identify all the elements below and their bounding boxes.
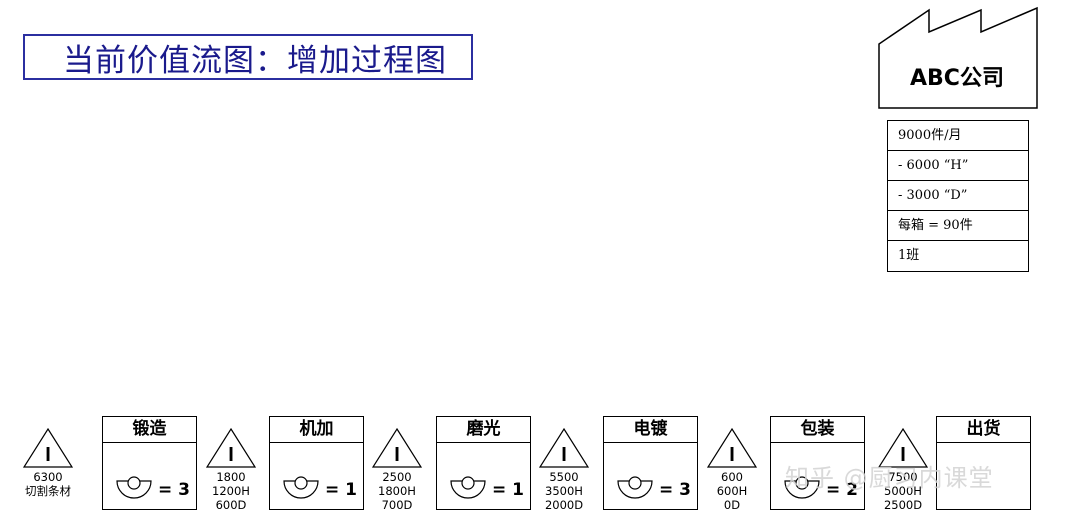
inventory-qty: 5500: [549, 470, 579, 484]
inventory-qty: 600H: [716, 484, 748, 498]
inventory-qty: 2500: [382, 470, 412, 484]
customer-info-table: 9000件/月 - 6000 “H” - 3000 “D” 每箱 = 90件 1…: [887, 120, 1029, 272]
inventory-triangle-icon: I: [206, 428, 256, 468]
operator-count: = 3: [158, 480, 190, 500]
inventory-2: I 2500 1800H 700D: [367, 428, 427, 512]
operator-count: = 1: [492, 480, 524, 500]
inventory-triangle-icon: I: [539, 428, 589, 468]
inventory-symbol: I: [900, 444, 906, 466]
inventory-4: I 600 600H 0D: [702, 428, 762, 512]
inventory-qty: 700D: [381, 498, 413, 512]
title-box: 当前价值流图：增加过程图: [23, 34, 473, 80]
info-row: 9000件/月: [888, 121, 1028, 151]
process-box: 电镀 = 3: [603, 416, 698, 510]
operator-icon: [283, 476, 319, 499]
shipping-box: 出货: [936, 416, 1031, 510]
inventory-triangle-icon: I: [707, 428, 757, 468]
inventory-qty: 1800H: [378, 484, 416, 498]
inventory-1: I 1800 1200H 600D: [201, 428, 261, 512]
process-box: 包装 = 2: [770, 416, 865, 510]
operator-count: = 3: [659, 480, 691, 500]
process-name: 机加: [270, 417, 363, 443]
inventory-symbol: I: [394, 444, 400, 466]
info-row: 1班: [898, 248, 920, 263]
operator-count: = 2: [826, 480, 858, 500]
process-box: 锻造 = 3: [102, 416, 197, 510]
process-box: 机加 = 1: [269, 416, 364, 510]
operator-icon: [784, 476, 820, 499]
process-name: 电镀: [604, 417, 697, 443]
inventory-triangle-icon: I: [878, 428, 928, 468]
inventory-qty: 600: [721, 470, 743, 484]
inventory-qty: 6300: [33, 470, 63, 484]
inventory-symbol: I: [561, 444, 567, 466]
customer-name: ABC公司: [910, 66, 1004, 91]
shipping-name: 出货: [937, 417, 1030, 443]
operator-icon: [450, 476, 486, 499]
factory-icon: [878, 6, 1038, 109]
inventory-qty: 2500D: [883, 498, 923, 512]
process-name: 包装: [771, 417, 864, 443]
inventory-triangle-icon: I: [23, 428, 73, 468]
info-row: 每箱 = 90件: [888, 211, 1028, 241]
inventory-qty: 7500: [888, 470, 918, 484]
inventory-3: I 5500 3500H 2000D: [534, 428, 594, 512]
inventory-5: I 7500 5000H 2500D: [873, 428, 933, 512]
inventory-qty: 5000H: [884, 484, 922, 498]
operator-icon: [116, 476, 152, 499]
inventory-qty: 1800: [216, 470, 246, 484]
process-name: 磨光: [437, 417, 530, 443]
customer-factory: ABC公司: [877, 6, 1042, 110]
inventory-0: I 6300 切割条材: [18, 428, 78, 498]
inventory-qty: 2000D: [544, 498, 584, 512]
inventory-qty: 切割条材: [25, 484, 71, 498]
inventory-qty: 3500H: [545, 484, 583, 498]
operator-count: = 1: [325, 480, 357, 500]
inventory-symbol: I: [228, 444, 234, 466]
process-name: 锻造: [103, 417, 196, 443]
page-title: 当前价值流图：增加过程图: [63, 42, 447, 79]
process-box: 磨光 = 1: [436, 416, 531, 510]
info-row: - 3000 “D”: [888, 181, 1028, 211]
inventory-triangle-icon: I: [372, 428, 422, 468]
inventory-symbol: I: [45, 444, 51, 466]
info-row: - 6000 “H”: [888, 151, 1028, 181]
inventory-qty: 0D: [723, 498, 741, 512]
inventory-qty: 1200H: [212, 484, 250, 498]
watermark: 知乎 @厨习内课堂: [785, 464, 994, 492]
operator-icon: [617, 476, 653, 499]
inventory-symbol: I: [729, 444, 735, 466]
inventory-qty: 600D: [215, 498, 247, 512]
